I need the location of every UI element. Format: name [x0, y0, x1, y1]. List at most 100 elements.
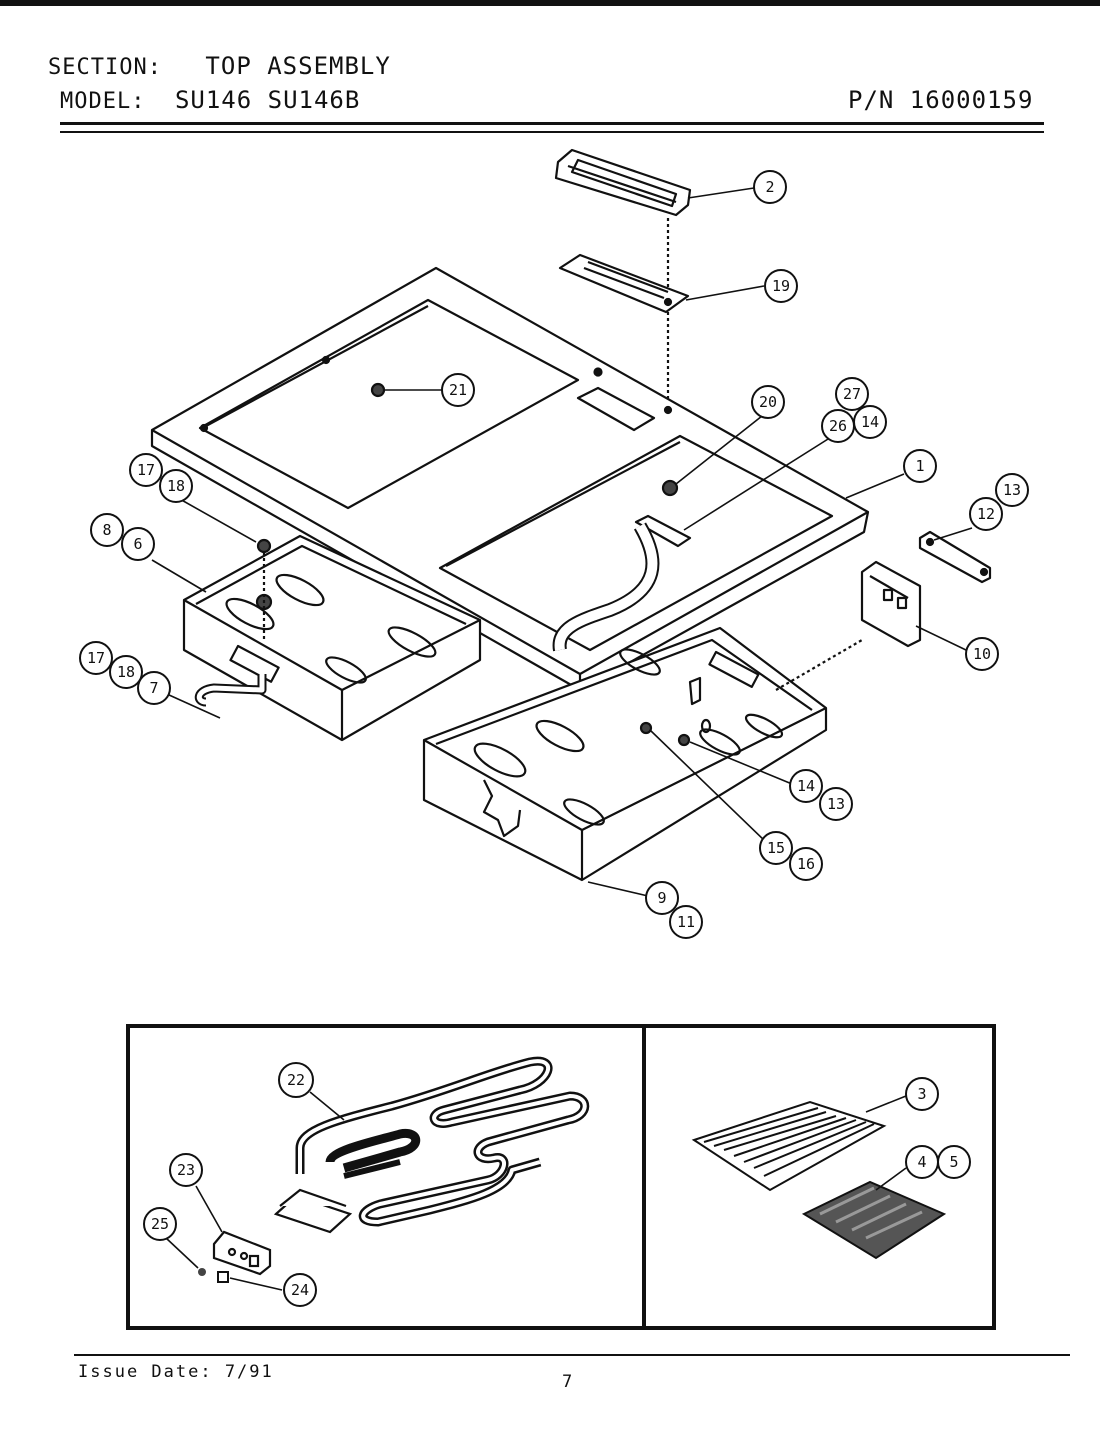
callout-12: 12 [969, 497, 1003, 531]
svg-text:18: 18 [117, 663, 135, 681]
callout-26: 26 [821, 409, 855, 443]
part-18-screw [256, 538, 272, 554]
callout-1: 1 [903, 449, 937, 483]
part-21-screw [370, 382, 386, 398]
part-15-screw [639, 721, 653, 735]
svg-text:17: 17 [87, 649, 105, 667]
callout-10: 10 [965, 637, 999, 671]
model-label: MODEL: [60, 89, 146, 114]
issue-date: Issue Date: 7/91 [78, 1362, 274, 1382]
model-numbers: SU146 SU146B [174, 86, 361, 114]
page-number: 7 [562, 1372, 573, 1392]
svg-text:27: 27 [843, 385, 861, 403]
callout-17b: 17 [79, 641, 113, 675]
part-1-top-frame [150, 266, 870, 692]
part-7-cord [194, 674, 267, 707]
svg-text:25: 25 [151, 1215, 169, 1233]
svg-text:5: 5 [949, 1153, 958, 1171]
callout-4: 4 [905, 1145, 939, 1179]
part-19-plate [558, 253, 690, 314]
part-24-clip [217, 1271, 229, 1283]
callout-18b: 18 [109, 655, 143, 689]
leader-dash-10 [775, 639, 863, 691]
callout-6: 6 [121, 527, 155, 561]
callout-25: 25 [143, 1207, 177, 1241]
top-border [0, 0, 1100, 6]
part-9-right-pan [422, 626, 828, 882]
svg-text:1: 1 [915, 457, 924, 475]
callout-11: 11 [669, 905, 703, 939]
callout-2: 2 [753, 170, 787, 204]
svg-text:17: 17 [137, 461, 155, 479]
svg-text:12: 12 [977, 505, 995, 523]
callout-16: 16 [789, 847, 823, 881]
svg-text:3: 3 [917, 1085, 926, 1103]
callout-7: 7 [137, 671, 171, 705]
callout-5: 5 [937, 1145, 971, 1179]
callout-18a: 18 [159, 469, 193, 503]
svg-text:13: 13 [827, 795, 845, 813]
svg-text:15: 15 [767, 839, 785, 857]
callout-17a: 17 [129, 453, 163, 487]
callout-15: 15 [759, 831, 793, 865]
callout-27: 27 [835, 377, 869, 411]
callout-23: 23 [169, 1153, 203, 1187]
part-13-washer [700, 718, 712, 734]
svg-text:2: 2 [765, 178, 774, 196]
section-label: SECTION: [48, 55, 162, 80]
svg-text:14: 14 [861, 413, 879, 431]
part-12-bracket [918, 530, 992, 584]
part-22-heating-element [295, 1056, 590, 1227]
svg-text:21: 21 [449, 381, 467, 399]
callout-24: 24 [283, 1273, 317, 1307]
callout-19: 19 [764, 269, 798, 303]
header-rule-top [60, 122, 1044, 125]
callout-14a: 14 [853, 405, 887, 439]
part-2-handle [554, 148, 692, 217]
svg-text:14: 14 [797, 777, 815, 795]
callout-13b: 13 [819, 787, 853, 821]
callout-8: 8 [90, 513, 124, 547]
part-14-screw [677, 733, 691, 747]
svg-text:13: 13 [1003, 481, 1021, 499]
part-23-connector-block [212, 1230, 272, 1276]
svg-text:7: 7 [149, 679, 158, 697]
svg-text:24: 24 [291, 1281, 309, 1299]
svg-text:23: 23 [177, 1161, 195, 1179]
callout-3: 3 [905, 1077, 939, 1111]
svg-text:20: 20 [759, 393, 777, 411]
part-10-terminal-block [860, 560, 922, 648]
callout-13a: 13 [995, 473, 1029, 507]
section-line: SECTION: TOP ASSEMBLY [48, 52, 391, 80]
svg-text:22: 22 [287, 1071, 305, 1089]
callout-22: 22 [278, 1062, 314, 1098]
inset-leader-lines [165, 1091, 907, 1291]
part-22-terminal-ends [273, 1188, 353, 1234]
leader-lines [151, 187, 973, 897]
svg-text:10: 10 [973, 645, 991, 663]
svg-text:11: 11 [677, 913, 695, 931]
svg-text:8: 8 [102, 521, 111, 539]
part-20-screw [661, 479, 679, 497]
section-title: TOP ASSEMBLY [205, 52, 391, 80]
model-line: MODEL: SU146 SU146B [60, 86, 360, 114]
part-4-rock-tray [801, 1180, 947, 1260]
part-number: P/N 16000159 [848, 86, 1034, 114]
callout-20: 20 [751, 385, 785, 419]
part-3-grill-grate [691, 1100, 887, 1192]
svg-text:19: 19 [772, 277, 790, 295]
svg-text:6: 6 [133, 535, 142, 553]
svg-text:4: 4 [917, 1153, 926, 1171]
svg-text:16: 16 [797, 855, 815, 873]
part-25-nut [198, 1268, 206, 1276]
svg-text:26: 26 [829, 417, 847, 435]
svg-text:18: 18 [167, 477, 185, 495]
callout-21: 21 [441, 373, 475, 407]
callout-14b: 14 [789, 769, 823, 803]
footer-rule [74, 1354, 1070, 1356]
header-rule-bottom [60, 131, 1044, 133]
inset-frame [126, 1024, 996, 1330]
part-26-cord-connector [552, 514, 692, 652]
callout-9: 9 [645, 881, 679, 915]
